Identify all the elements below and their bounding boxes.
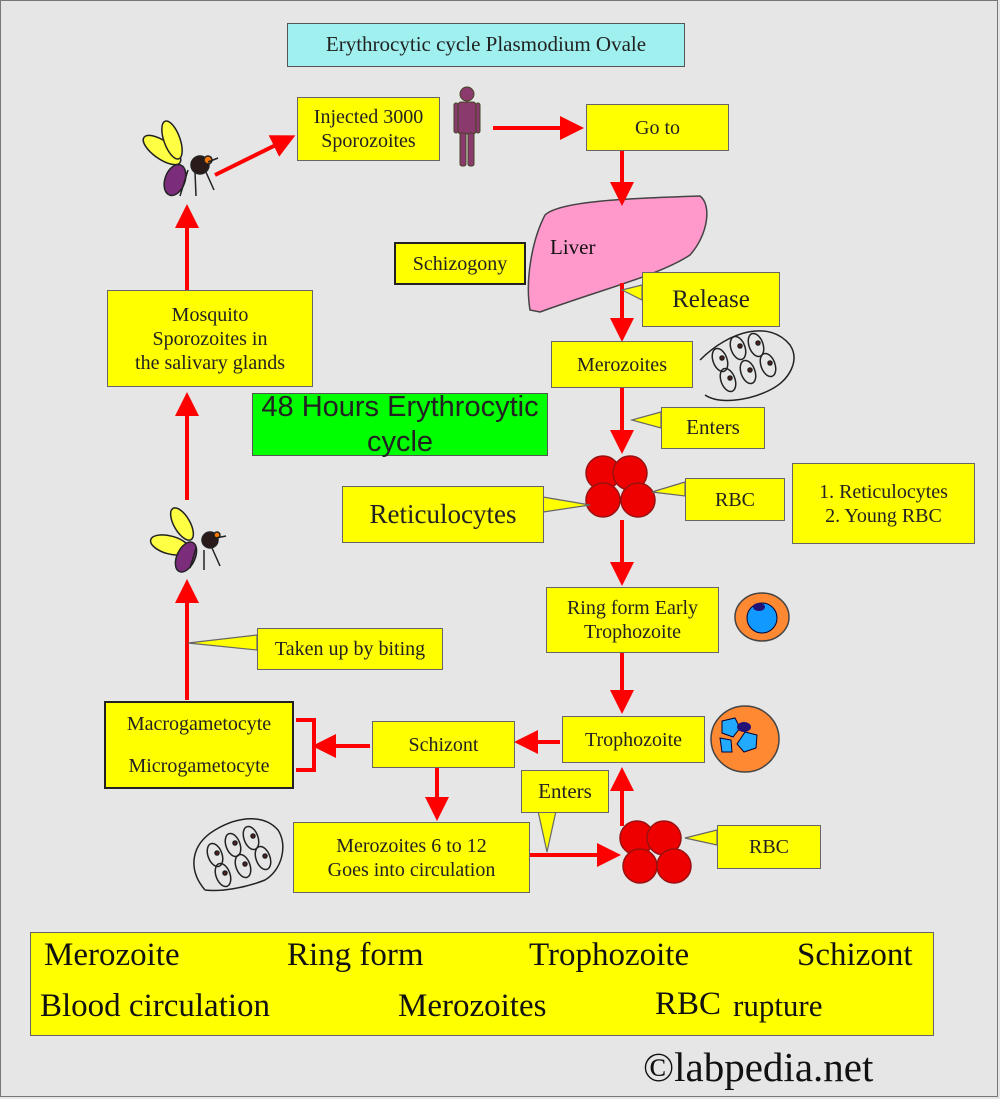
summary-rbc: RBC — [655, 986, 722, 1022]
release-box: Release — [642, 272, 780, 327]
enters-box-top: Enters — [661, 407, 765, 449]
merozoites-circ-line-2: Goes into circulation — [327, 858, 496, 881]
merozoites-circ-line-1: Merozoites 6 to 12 — [336, 834, 487, 857]
mosquito-icon-top — [142, 120, 219, 197]
summary-merozoites: Merozoites — [398, 988, 547, 1024]
ring-form-cell-icon — [734, 592, 790, 642]
trophozoite-cell-icon — [710, 705, 780, 773]
rbc-types-box: 1. Reticulocytes 2. Young RBC — [792, 463, 975, 544]
rbc-type-1: 1. Reticulocytes — [819, 480, 948, 503]
injected-line-2: Sporozoites — [321, 130, 416, 152]
rbc-cluster-icon-bottom — [619, 820, 692, 884]
summary-trophozoite: Trophozoite — [529, 937, 690, 973]
summary-ring-form: Ring form — [287, 937, 424, 973]
summary-merozoite: Merozoite — [44, 937, 180, 973]
liver-cells-icon-left — [193, 818, 284, 892]
ring-form-line-2: Trophozoite — [583, 621, 682, 643]
ring-form-line-1: Ring form Early — [566, 597, 699, 619]
mosquito-line-1: Mosquito — [171, 303, 249, 326]
reticulocytes-box: Reticulocytes — [342, 486, 544, 543]
page-title: Erythrocytic cycle Plasmodium Ovale — [287, 23, 685, 67]
liver-cells-icon-right — [699, 330, 795, 402]
ring-form-box: Ring form Early Trophozoite — [546, 587, 719, 653]
gametocytes-box: Macrogametocyte Microgametocyte — [104, 701, 294, 789]
liver-label: Liver — [550, 235, 596, 259]
summary-schizont: Schizont — [797, 937, 913, 973]
injected-sporozoites-box: Injected 3000 Sporozoites — [297, 97, 440, 161]
cycle-48-hours-box: 48 Hours Erythrocytic cycle — [252, 391, 548, 458]
copyright-label: ©labpedia.net — [643, 1044, 874, 1090]
go-to-box: Go to — [586, 104, 729, 151]
schizont-box: Schizont — [372, 721, 515, 768]
merozoites-circulation-box: Merozoites 6 to 12 Goes into circulation — [293, 822, 530, 893]
rbc-type-2: 2. Young RBC — [825, 504, 942, 527]
gametocyte-bracket — [296, 718, 316, 772]
rbc-box-top: RBC — [685, 478, 785, 521]
macrogametocyte-label: Macrogametocyte — [126, 713, 272, 735]
schizogony-box: Schizogony — [394, 242, 526, 285]
mosquito-line-2: Sporozoites in — [152, 327, 268, 350]
human-icon — [453, 86, 481, 167]
flow-arrows — [175, 116, 634, 867]
injected-line-1: Injected 3000 — [313, 106, 424, 128]
mosquito-line-3: the salivary glands — [135, 351, 285, 374]
mosquito-sporozoites-box: Mosquito Sporozoites in the salivary gla… — [107, 290, 313, 387]
rbc-cluster-icon-top — [585, 455, 656, 518]
summary-rupture: rupture — [733, 988, 823, 1023]
merozoites-box: Merozoites — [551, 341, 693, 388]
summary-box — [30, 932, 934, 1036]
summary-blood-circulation: Blood circulation — [40, 988, 271, 1024]
taken-up-box: Taken up by biting — [257, 628, 443, 670]
trophozoite-box: Trophozoite — [562, 716, 705, 763]
mosquito-icon-middle — [149, 507, 227, 573]
rbc-box-bottom: RBC — [717, 825, 821, 869]
liver-shape — [527, 195, 708, 313]
microgametocyte-label: Microgametocyte — [128, 755, 270, 777]
enters-box-bottom: Enters — [521, 770, 609, 813]
